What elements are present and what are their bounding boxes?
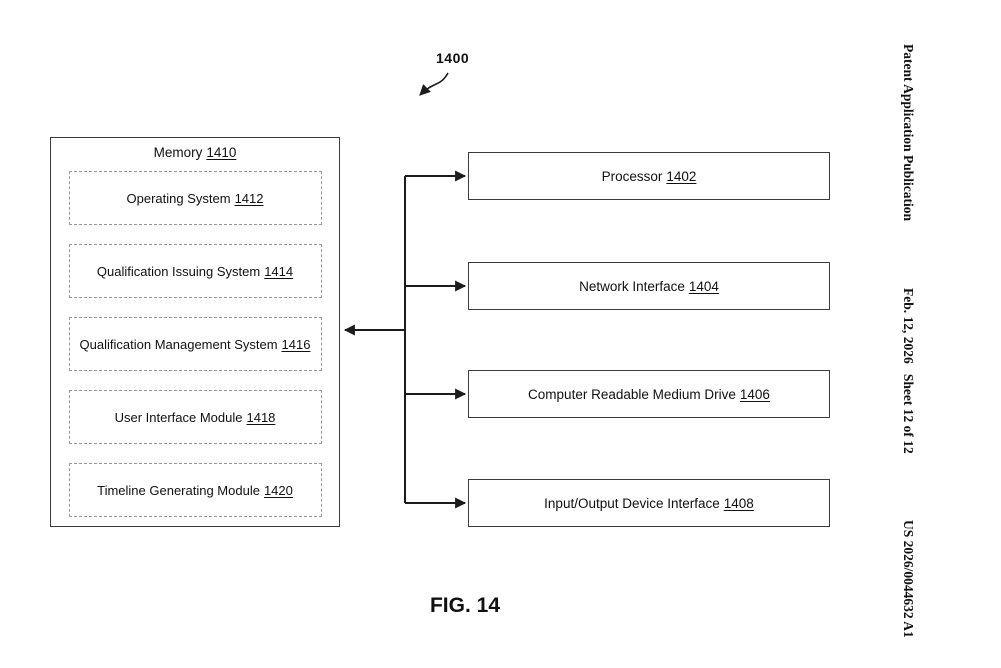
component-label: Input/Output Device Interface [544,495,720,511]
publication-date-sheet: Feb. 12, 2026 Sheet 12 of 12 [901,287,916,454]
module-label: User Interface Module [114,409,243,425]
module-label: Timeline Generating Module [97,482,260,498]
module-ref-number: 1414 [264,263,294,279]
memory-ref-number: 1410 [206,145,237,160]
figure-ref-number: 1400 [436,50,470,66]
module-ref-number: 1418 [246,409,276,425]
component-ref-number: 1404 [688,278,719,294]
memory-label: Memory [153,145,203,160]
component-label: Computer Readable Medium Drive [528,386,736,402]
module-label: Qualification Issuing System [96,263,261,279]
module-ref-number: 1412 [234,190,264,206]
publication-number: US 2026/0044632 A1 [901,520,916,638]
module-ref-number: 1416 [281,336,311,352]
component-ref-number: 1408 [723,495,754,511]
component-label: Network Interface [579,278,685,294]
figure-ref-pointer-arrow [419,72,449,96]
module-ref-number: 1420 [263,482,293,498]
module-label: Qualification Management System [79,336,278,352]
component-ref-number: 1406 [739,386,770,402]
figure-caption: FIG. 14 [429,594,501,617]
component-ref-number: 1402 [666,168,697,184]
module-label: Operating System [126,190,231,206]
publication-header: Patent Application Publication [901,44,916,222]
publication-margin-text: Patent Application Publication Feb. 12, … [884,0,916,668]
component-label: Processor [601,168,663,184]
